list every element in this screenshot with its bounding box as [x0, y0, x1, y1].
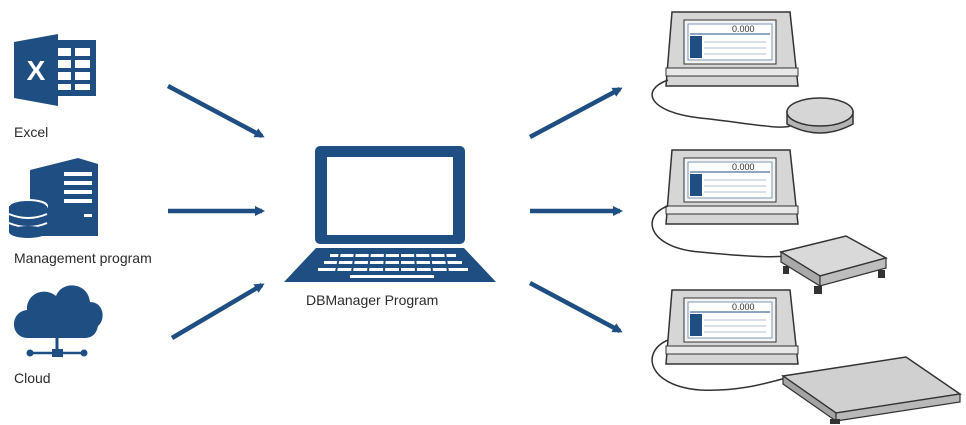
- arrow-cloud-to-laptop: [170, 283, 265, 340]
- input-arrows: [166, 84, 265, 340]
- laptop-icon: [284, 146, 496, 282]
- terminal-2: 0.000: [665, 149, 799, 225]
- management-program-label: Management program: [14, 250, 152, 266]
- bench-scale-icon: [779, 235, 888, 294]
- server-database-icon: [8, 158, 98, 238]
- cloud-network-icon: [13, 285, 103, 357]
- arrow-laptop-to-terminal-3: [528, 281, 623, 333]
- excel-glyph: X: [27, 55, 46, 86]
- output-arrows: [528, 87, 623, 333]
- terminal-1: 0.000: [665, 11, 799, 87]
- cable-3: [651, 339, 787, 392]
- arrow-laptop-to-terminal-1: [528, 87, 623, 139]
- terminal-1-display: 0.000: [732, 24, 755, 34]
- dbmanager-program-label: DBManager Program: [306, 292, 439, 308]
- terminal-2-display: 0.000: [732, 162, 755, 172]
- terminal-3: 0.000: [665, 289, 799, 365]
- excel-label: Excel: [14, 124, 49, 140]
- excel-icon: X: [14, 34, 96, 106]
- floor-platform-scale-icon: [781, 356, 962, 424]
- cloud-label: Cloud: [14, 370, 51, 386]
- round-platform-scale-icon: [786, 97, 854, 134]
- cable-2: [651, 205, 786, 258]
- arrow-excel-to-laptop: [166, 84, 265, 138]
- terminal-3-display: 0.000: [732, 302, 755, 312]
- cable-1: [651, 79, 791, 128]
